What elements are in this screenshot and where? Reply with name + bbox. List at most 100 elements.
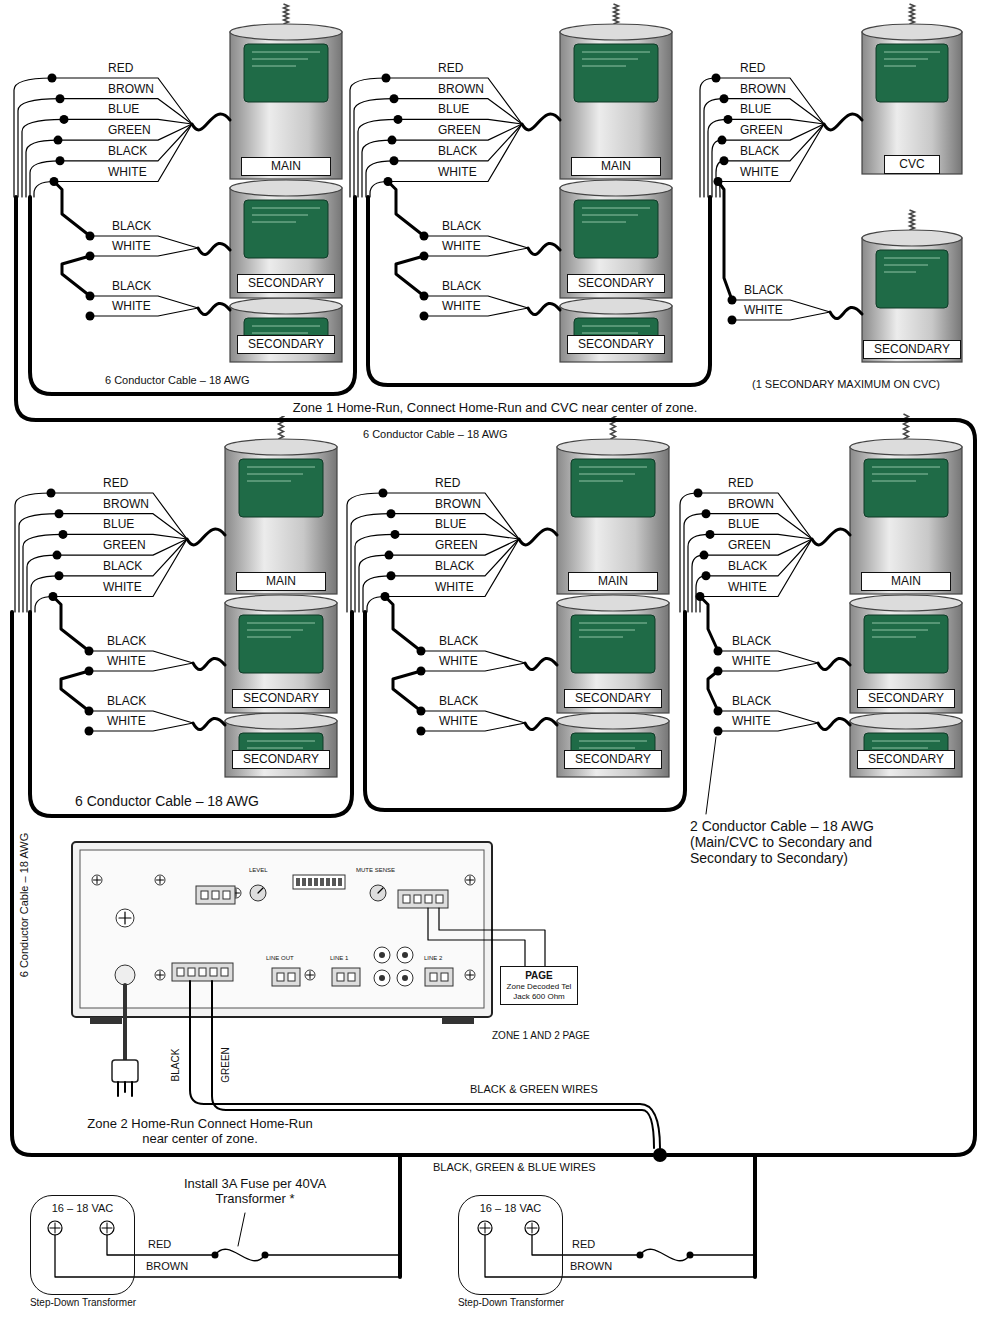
twisted-cable: [525, 658, 557, 669]
wire-label: RED: [148, 1238, 171, 1251]
wire-junction: [712, 74, 721, 83]
wire-junction: [687, 1252, 694, 1259]
plate-print: [247, 467, 315, 468]
twisted-cable: [830, 307, 862, 318]
speaker-label: SECONDARY: [564, 689, 662, 708]
wire-junction: [55, 509, 64, 518]
wire-label: BLACK: [112, 280, 151, 294]
wire-label: BLUE: [103, 518, 134, 532]
fuse-holder: [116, 909, 134, 927]
wire-label: RED: [740, 62, 765, 76]
wire-junction: [387, 571, 396, 580]
twisted-cable: [187, 529, 225, 545]
wire-junction: [714, 707, 723, 716]
twisted-cable: [818, 718, 850, 729]
wire: [716, 78, 824, 124]
wire-label: Install 3A Fuse per 40VA Transformer *: [150, 1177, 360, 1207]
wire: [724, 99, 824, 124]
terminal-block: [398, 890, 448, 908]
panel-screw: [92, 875, 102, 885]
node-text: SECONDARY: [239, 752, 323, 767]
speaker-can-top: [862, 24, 962, 40]
plate-print: [579, 474, 635, 475]
wire-label: WHITE: [728, 581, 767, 595]
wire: [391, 539, 519, 576]
terminal-screw: [436, 895, 443, 903]
wire: [14, 78, 52, 197]
wire-label: GREEN: [728, 539, 771, 553]
node-text: SECONDARY: [244, 337, 328, 352]
wire: [724, 124, 824, 161]
twisted-cable: [193, 658, 225, 669]
plate-print: [579, 467, 647, 468]
terminal-cross: [102, 1223, 112, 1233]
zone2-home-run: [12, 612, 653, 1155]
wire-label: WHITE: [442, 300, 481, 314]
plate-print: [582, 326, 650, 327]
two-conductor-cable: [718, 182, 732, 301]
wire-label: 6 Conductor Cable – 18 AWG: [363, 428, 508, 441]
terminal-screw: [212, 891, 219, 899]
wire-label: WHITE: [107, 715, 146, 729]
speaker-can: [225, 603, 337, 713]
speaker-can: [230, 188, 342, 298]
fuse-symbol: [215, 1249, 265, 1261]
speaker-label: SECONDARY: [237, 274, 335, 293]
speaker-can: [557, 603, 669, 713]
wire-junction: [387, 509, 396, 518]
wire-junction: [391, 530, 400, 539]
wire-label: BROWN: [108, 83, 154, 97]
terminal-screw: [201, 891, 208, 899]
wire-label: BLACK: [732, 695, 771, 709]
panel-screw: [305, 970, 315, 980]
speaker-plate: [864, 615, 948, 673]
speaker-label: SECONDARY: [237, 335, 335, 354]
amplifier-foot: [90, 1017, 122, 1024]
wire-junction: [394, 115, 403, 124]
wire-junction: [720, 156, 729, 165]
twisted-cable: [812, 529, 850, 545]
plate-print: [247, 637, 291, 638]
knob-pointer: [258, 888, 263, 893]
wire-junction: [55, 571, 64, 580]
plate-print: [579, 630, 635, 631]
power-plug: [112, 1060, 138, 1082]
panel-screw: [465, 970, 475, 980]
node-text: SECONDARY: [571, 691, 655, 706]
wire-junction: [417, 707, 426, 716]
wire-label: WHITE: [744, 304, 783, 318]
wire-label: WHITE: [439, 655, 478, 669]
panel-label: LEVEL: [249, 867, 268, 874]
terminal-screw: [414, 895, 421, 903]
six-conductor-cable: [365, 612, 685, 810]
plate-print: [872, 623, 940, 624]
amplifier-panel: [80, 850, 484, 1008]
terminal-screw: [177, 968, 184, 976]
terminal-screw: [430, 973, 437, 981]
plate-print: [872, 630, 928, 631]
node-text: MAIN: [243, 574, 319, 589]
hanging-cable: [904, 414, 909, 439]
wire-junction: [379, 489, 388, 498]
panel-label: LINE 1: [330, 955, 348, 962]
amplifier-foot: [442, 1017, 474, 1024]
wire: [708, 119, 728, 197]
wire-junction: [420, 232, 429, 241]
speaker-label: SECONDARY: [232, 689, 330, 708]
plate-print: [582, 52, 650, 53]
wire-label: WHITE: [103, 581, 142, 595]
wire-label: WHITE: [108, 166, 147, 180]
screw-cross: [157, 972, 164, 979]
plate-print: [872, 467, 940, 468]
wire-junction: [728, 296, 737, 305]
wire: [363, 576, 391, 612]
wire: [51, 493, 187, 539]
two-conductor-cable: [388, 182, 424, 237]
wire-junction: [702, 571, 711, 580]
dip-lever: [320, 878, 324, 886]
speaker-can-top: [560, 24, 672, 40]
power-inlet: [115, 965, 135, 985]
twisted-cable: [528, 243, 560, 254]
wire: [704, 99, 724, 197]
wire-label: WHITE: [732, 655, 771, 669]
